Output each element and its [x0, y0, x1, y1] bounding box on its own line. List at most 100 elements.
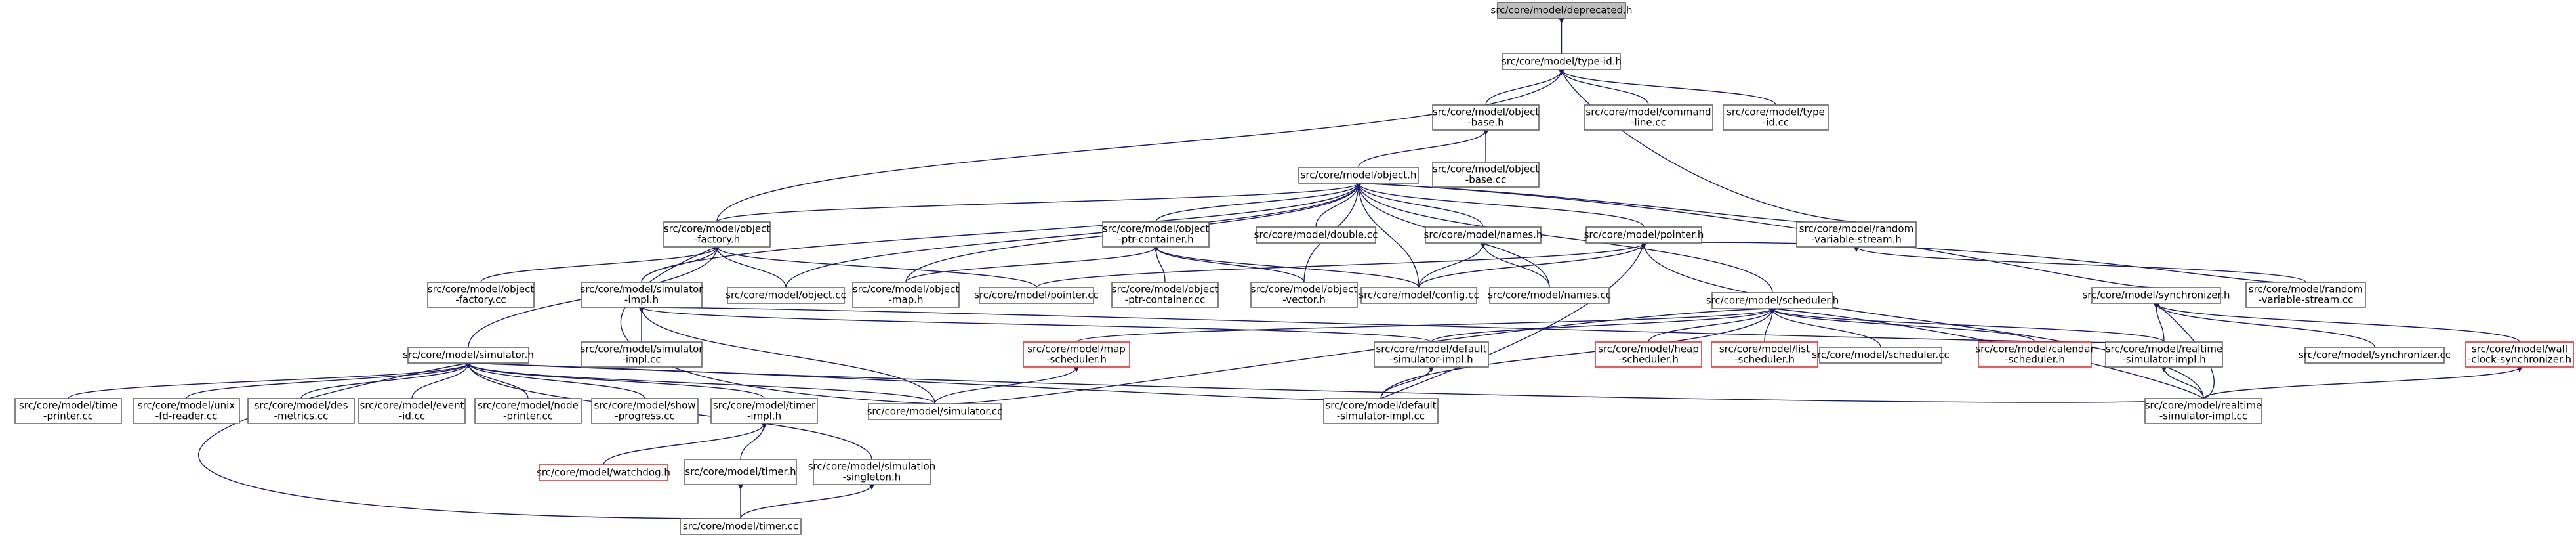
- edge-simulator-h-to-node-printer-cc: [465, 362, 529, 399]
- node-pointer-cc[interactable]: src/core/model/pointer.cc: [974, 287, 1099, 304]
- node-box: [680, 518, 802, 535]
- edge-default-simulator-impl-h-to-default-simulator-impl-cc: [1380, 366, 1435, 399]
- node-label: -simulator-impl.cc: [1337, 410, 1425, 422]
- node-label: src/core/model/list: [1719, 343, 1810, 355]
- node-pointer-h[interactable]: src/core/model/pointer.h: [1584, 226, 1704, 244]
- node-scheduler-h[interactable]: src/core/model/scheduler.h: [1706, 292, 1839, 309]
- edge-object-factory-h-to-object-factory-cc: [480, 246, 720, 283]
- node-double-cc[interactable]: src/core/model/double.cc: [1254, 226, 1378, 244]
- node-config-cc[interactable]: src/core/model/config.cc: [1359, 287, 1479, 304]
- node-label: src/core/model/node: [478, 400, 579, 412]
- node-box: [591, 398, 699, 424]
- node-label: src/core/model/object: [1433, 163, 1540, 175]
- node-box: [247, 398, 355, 424]
- node-simulator-h[interactable]: src/core/model/simulator.h: [403, 347, 534, 364]
- node-label: src/core/model/object: [664, 223, 771, 235]
- node-synchronizer-cc[interactable]: src/core/model/synchronizer.cc: [2299, 347, 2451, 364]
- node-simulation-singleton-h[interactable]: src/core/model/simulation-singleton.h: [808, 459, 935, 485]
- node-label: -singleton.h: [843, 471, 901, 483]
- edge-simulation-singleton-h-to-timer-cc: [740, 484, 875, 519]
- node-label: -id.cc: [1763, 117, 1789, 129]
- node-random-variable-stream-h[interactable]: src/core/model/random-variable-stream.h: [1796, 221, 1917, 248]
- node-label: -scheduler.h: [1618, 354, 1679, 366]
- node-scheduler-cc[interactable]: src/core/model/scheduler.cc: [1812, 347, 1950, 364]
- node-box: [539, 464, 668, 481]
- node-box: [1819, 347, 1942, 364]
- node-default-simulator-impl-cc[interactable]: src/core/model/default-simulator-impl.cc: [1323, 398, 1439, 424]
- node-label: -clock-synchronizer.h: [2468, 354, 2571, 366]
- node-label: src/core/model/synchronizer.h: [2082, 290, 2230, 301]
- node-type-id-h[interactable]: src/core/model/type-id.h: [1502, 53, 1622, 70]
- node-label: -vector.h: [1282, 294, 1326, 306]
- node-label: -fd-reader.cc: [155, 410, 218, 422]
- node-simulator-impl-h[interactable]: src/core/model/simulator-impl.h: [581, 282, 704, 308]
- node-node-printer-cc[interactable]: src/core/model/node-printer.cc: [474, 398, 582, 424]
- node-label: src/core/model/type: [1727, 106, 1825, 118]
- node-box: [727, 287, 845, 304]
- node-object-map-h[interactable]: src/core/model/object-map.h: [852, 282, 960, 308]
- node-object-base-h[interactable]: src/core/model/object-base.h: [1432, 104, 1540, 131]
- node-unix-fd-reader-cc[interactable]: src/core/model/unix-fd-reader.cc: [133, 398, 240, 424]
- node-default-simulator-impl-h[interactable]: src/core/model/default-simulator-impl.h: [1374, 341, 1489, 368]
- node-des-metrics-cc[interactable]: src/core/model/des-metrics.cc: [247, 398, 355, 424]
- node-label: src/core/model/names.cc: [1488, 290, 1611, 301]
- node-object-h[interactable]: src/core/model/object.h: [1298, 167, 1419, 184]
- node-watchdog-h[interactable]: src/core/model/watchdog.h: [537, 464, 670, 481]
- node-time-printer-cc[interactable]: src/core/model/time-printer.cc: [14, 398, 122, 424]
- node-object-factory-cc[interactable]: src/core/model/object-factory.cc: [427, 282, 535, 308]
- node-map-scheduler-h[interactable]: src/core/model/map-scheduler.h: [1023, 341, 1130, 368]
- node-box: [2465, 341, 2574, 368]
- node-label: -id.cc: [399, 410, 425, 422]
- node-box: [1489, 287, 1610, 304]
- node-show-progress-cc[interactable]: src/core/model/show-progress.cc: [591, 398, 699, 424]
- node-object-factory-h[interactable]: src/core/model/object-factory.h: [663, 221, 771, 248]
- edge-simulator-h-to-realtime-simulator-impl-cc: [467, 360, 2204, 403]
- edge-simulator-impl-h-to-realtime-simulator-impl-h: [641, 304, 2165, 343]
- node-box: [14, 398, 122, 424]
- edge-synchronizer-h-to-synchronizer-cc: [2153, 303, 2375, 348]
- node-object-ptr-container-h[interactable]: src/core/model/object-ptr-container.h: [1102, 221, 1210, 248]
- node-simulator-impl-cc[interactable]: src/core/model/simulator-impl.cc: [581, 341, 704, 368]
- edge-scheduler-h-to-default-simulator-impl-cc: [1380, 308, 1776, 399]
- node-label: src/core/model/map: [1027, 343, 1126, 355]
- node-box: [474, 398, 582, 424]
- node-label: src/core/model/calendar: [1975, 343, 2095, 355]
- edge-object-h-to-double-cc: [1315, 183, 1362, 228]
- node-label: src/core/model/simulator: [581, 284, 704, 295]
- node-realtime-simulator-impl-h[interactable]: src/core/model/realtime-simulator-impl.h: [2105, 341, 2223, 368]
- node-label: -printer.cc: [43, 410, 93, 422]
- node-label: -variable-stream.cc: [2259, 294, 2354, 306]
- node-timer-impl-h[interactable]: src/core/model/timer-impl.h: [710, 398, 818, 424]
- node-deprecated-h[interactable]: src/core/model/deprecated.h: [1491, 2, 1633, 19]
- edge-synchronizer-h-to-realtime-simulator-impl-cc: [2154, 301, 2215, 399]
- node-timer-h[interactable]: src/core/model/timer.h: [684, 459, 797, 485]
- edge-object-h-to-config-cc: [1355, 183, 1420, 288]
- node-box: [407, 347, 529, 364]
- node-wall-clock-synchronizer-h[interactable]: src/core/model/wall-clock-synchronizer.h: [2465, 341, 2574, 368]
- node-object-vector-h[interactable]: src/core/model/object-vector.h: [1250, 282, 1358, 308]
- edge-scheduler-h-to-map-scheduler-h: [1076, 307, 1776, 343]
- node-heap-scheduler-h[interactable]: src/core/model/heap-scheduler.h: [1595, 341, 1702, 368]
- node-event-id-cc[interactable]: src/core/model/event-id.cc: [358, 398, 466, 424]
- node-label: src/core/model/object: [428, 284, 535, 295]
- node-calendar-scheduler-h[interactable]: src/core/model/calendar-scheduler.h: [1975, 341, 2095, 368]
- node-names-cc[interactable]: src/core/model/names.cc: [1488, 287, 1611, 304]
- node-box: [852, 282, 960, 308]
- node-timer-cc[interactable]: src/core/model/timer.cc: [680, 518, 802, 535]
- node-synchronizer-h[interactable]: src/core/model/synchronizer.h: [2082, 287, 2230, 304]
- node-realtime-simulator-impl-cc[interactable]: src/core/model/realtime-simulator-impl.c…: [2144, 398, 2262, 424]
- node-list-scheduler-h[interactable]: src/core/model/list-scheduler.h: [1711, 341, 1818, 368]
- node-object-base-cc[interactable]: src/core/model/object-base.cc: [1432, 162, 1540, 188]
- edge-type-id-h-to-object-base-h: [1485, 69, 1565, 106]
- node-random-variable-stream-cc[interactable]: src/core/model/random-variable-stream.cc: [2245, 282, 2366, 308]
- node-label: -base.h: [1467, 117, 1503, 129]
- node-ptr-container-cc[interactable]: src/core/model/object-ptr-container.cc: [1111, 282, 1219, 308]
- node-names-h[interactable]: src/core/model/names.h: [1424, 226, 1543, 244]
- edge-timer-impl-h-to-timer-h: [740, 423, 767, 460]
- node-object-cc[interactable]: src/core/model/object.cc: [726, 287, 846, 304]
- node-type-id-cc[interactable]: src/core/model/type-id.cc: [1723, 104, 1829, 131]
- node-box: [2105, 341, 2223, 368]
- node-label: src/core/model/show: [594, 400, 695, 412]
- node-command-line-cc[interactable]: src/core/model/command-line.cc: [1584, 104, 1713, 131]
- node-simulator-cc[interactable]: src/core/model/simulator.cc: [867, 403, 1003, 420]
